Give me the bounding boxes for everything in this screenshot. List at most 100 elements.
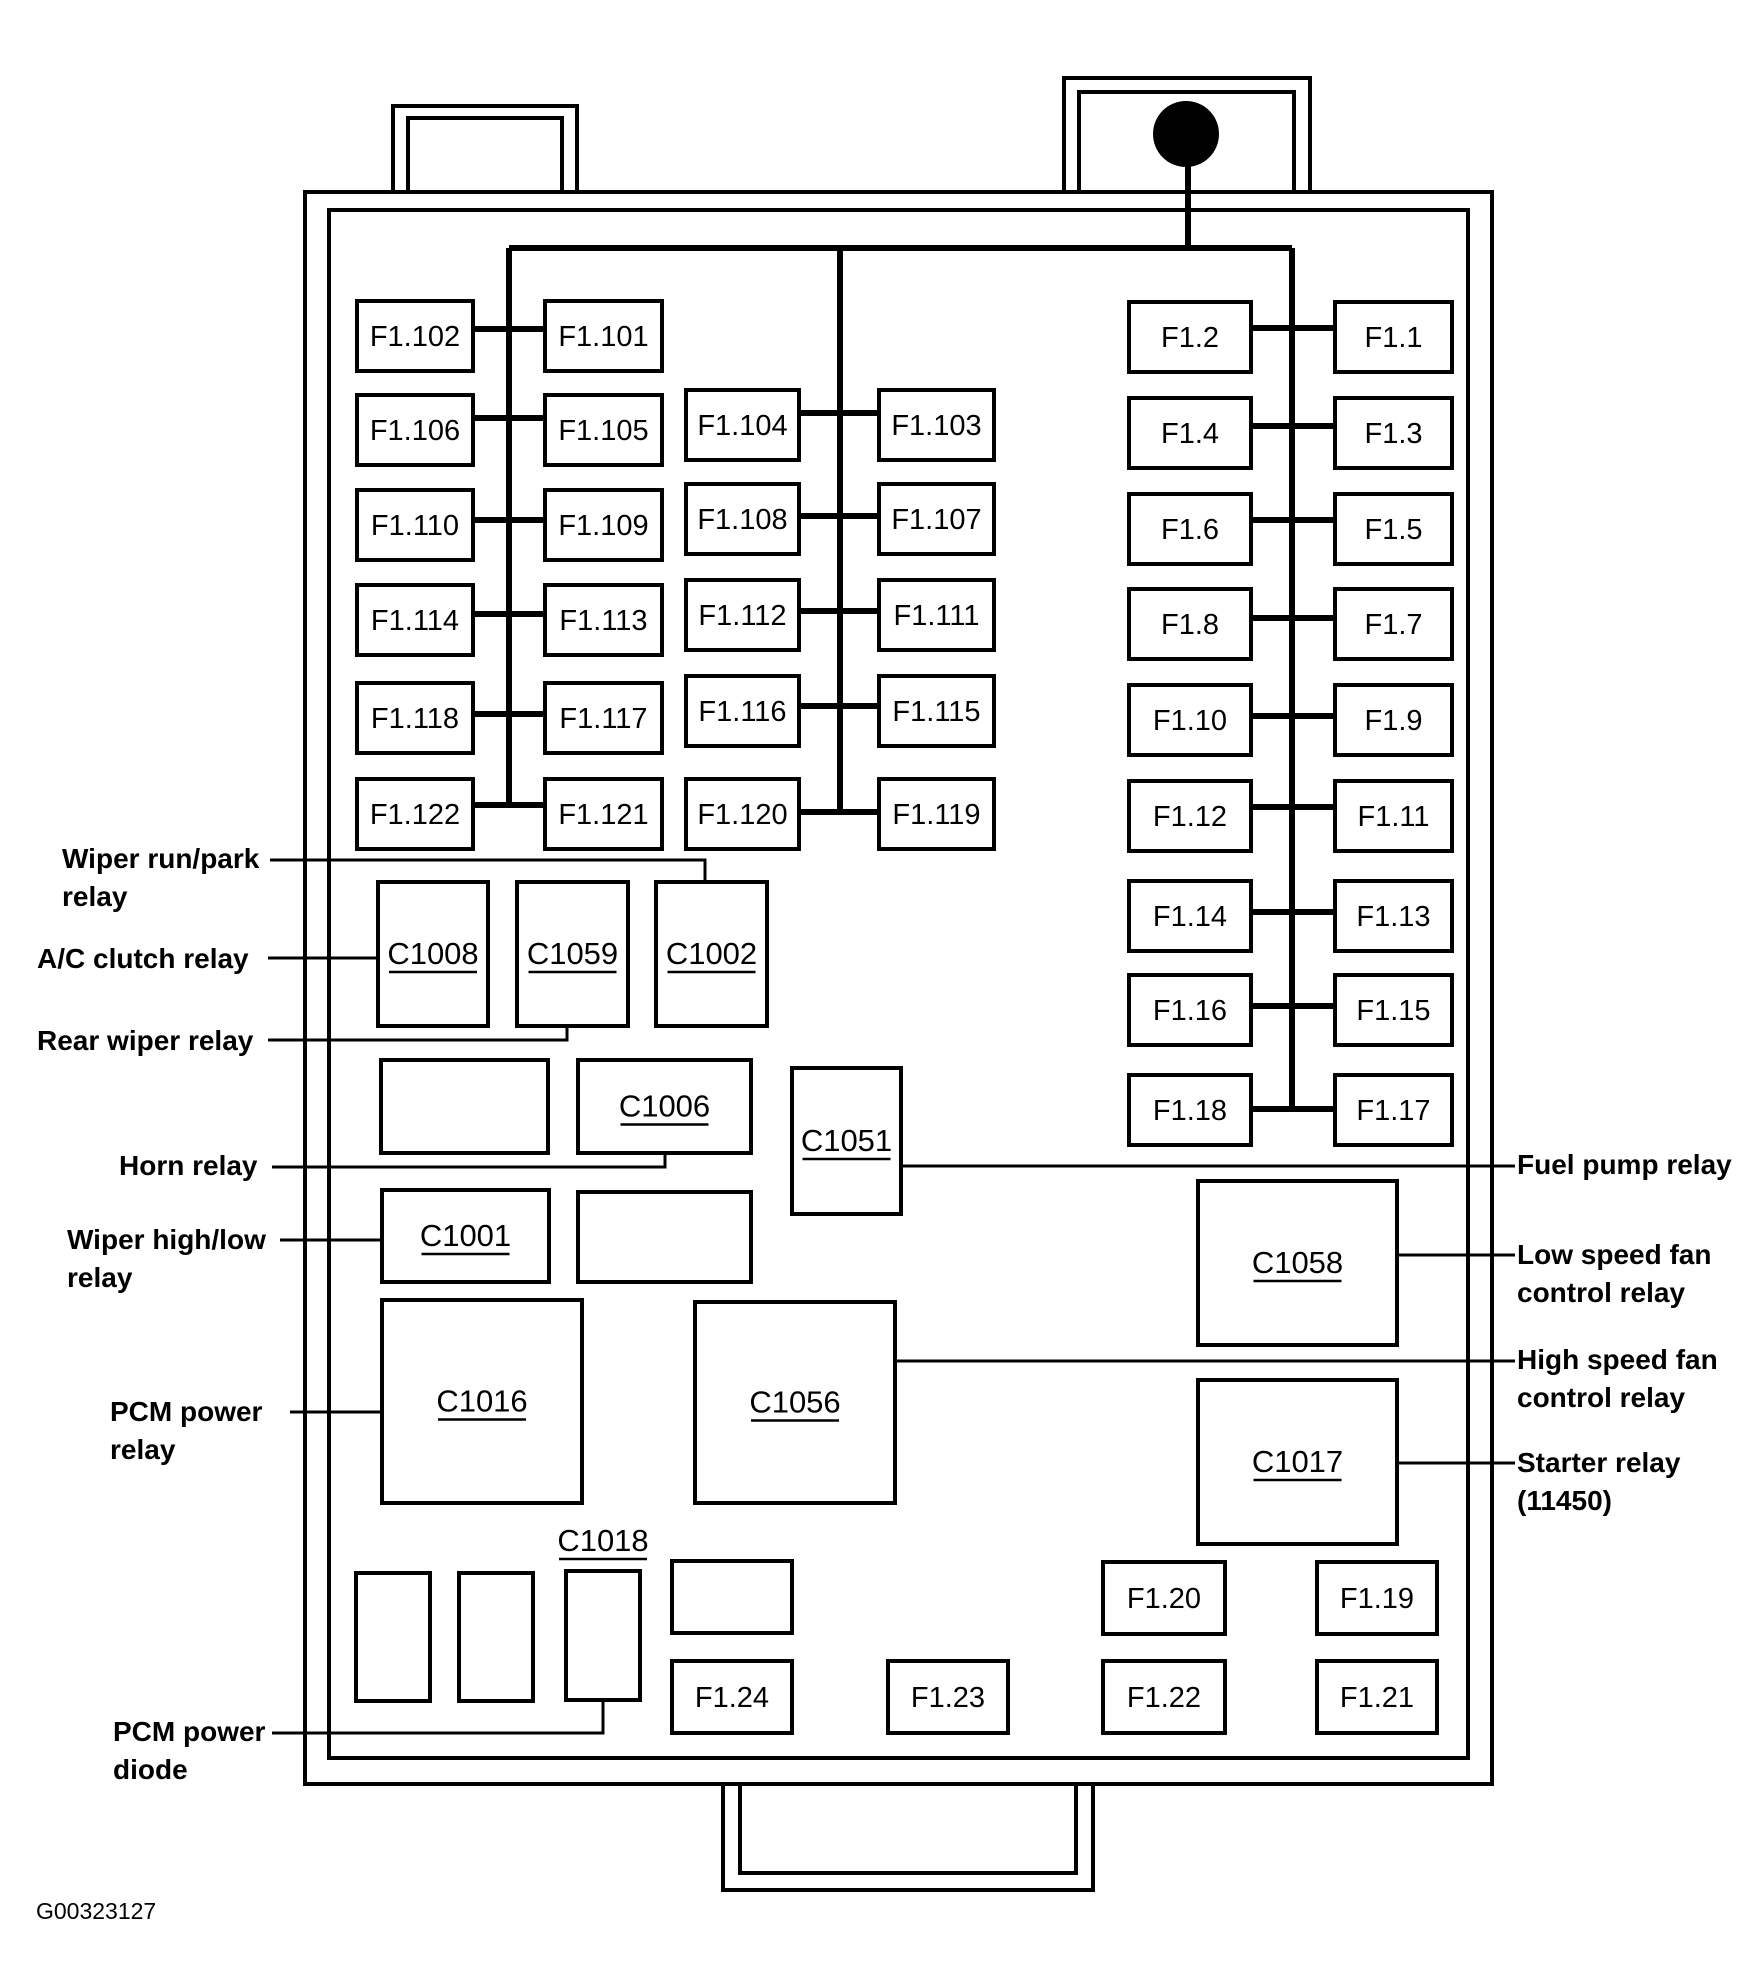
fuse-f1-11: F1.11 [1333, 779, 1454, 853]
housing-outer-wall [303, 190, 1494, 1786]
relay-label: C1018 [557, 1523, 648, 1558]
relay-label: C1059 [527, 936, 618, 971]
relay-body [380, 1298, 584, 1505]
fuse-label: F1.121 [558, 799, 648, 831]
top-right-mounting-tab [1062, 76, 1312, 192]
relay-c1059: C1059 [515, 880, 630, 1028]
fuse-label: F1.5 [1364, 514, 1422, 546]
fuse-label: F1.2 [1161, 322, 1219, 354]
fuse-label: F1.106 [370, 415, 460, 447]
fuse-body [1101, 1659, 1227, 1735]
callout-leader-lines [268, 858, 1515, 1735]
callout-line: (11450) [1517, 1485, 1612, 1516]
fuse-f1-103: F1.103 [877, 388, 996, 462]
fuse-label: F1.122 [370, 799, 460, 831]
fuse-f1-110: F1.110 [355, 488, 475, 562]
callout-line: diode [113, 1754, 188, 1785]
fuse-body [877, 674, 996, 748]
relay-label: C1056 [749, 1385, 840, 1420]
wiper-run-park-relay-leader [270, 858, 707, 882]
relay-body [376, 880, 490, 1028]
relay-c1017: C1017 [1196, 1378, 1399, 1546]
empty-slot [354, 1571, 432, 1703]
fuse-body [1127, 396, 1253, 470]
fuse-f1-3: F1.3 [1333, 396, 1454, 470]
fuse-f1-4: F1.4 [1127, 396, 1253, 470]
fuse-f1-117: F1.117 [543, 681, 664, 755]
fuse-body [355, 681, 475, 755]
relay-body [564, 1569, 642, 1702]
fuse-label: F1.108 [697, 504, 787, 536]
empty-slot [576, 1190, 753, 1284]
fuse-body [355, 299, 475, 373]
fuse-label: F1.6 [1161, 514, 1219, 546]
fuse-body [355, 393, 475, 467]
relay-c1006: C1006 [576, 1058, 753, 1155]
fuse-label: F1.114 [371, 605, 459, 637]
callout-line: relay [67, 1262, 133, 1293]
callout-line: control relay [1517, 1382, 1685, 1413]
fuse-body [1127, 779, 1253, 853]
fuse-label: F1.23 [911, 1682, 985, 1714]
fuse-f1-9: F1.9 [1333, 683, 1454, 757]
relay-label: C1001 [420, 1218, 511, 1253]
fuse-label: F1.24 [695, 1682, 769, 1714]
fuse-body [1333, 1073, 1454, 1147]
callout-line: PCM power [113, 1716, 266, 1747]
callout-line: Starter relay [1517, 1447, 1681, 1478]
fuse-label: F1.18 [1153, 1095, 1227, 1127]
fuse-label: F1.10 [1153, 705, 1227, 737]
battery-feed-stud-icon [1153, 101, 1219, 167]
fuse-f1-7: F1.7 [1333, 587, 1454, 661]
fuse-f1-21: F1.21 [1315, 1659, 1439, 1735]
fuse-body [1333, 879, 1454, 953]
fuse-body [886, 1659, 1010, 1735]
fuse-body [543, 299, 664, 373]
top-left-mounting-tab [391, 104, 579, 192]
housing-inner-wall [327, 208, 1470, 1760]
fuse-body [1333, 492, 1454, 566]
fuse-label: F1.117 [559, 703, 647, 735]
fuse-label: F1.107 [891, 504, 981, 536]
fuse-f1-18: F1.18 [1127, 1073, 1253, 1147]
fuse-label: F1.111 [894, 600, 980, 632]
relay-body [1196, 1179, 1399, 1347]
fuse-body [1333, 587, 1454, 661]
fuse-f1-2: F1.2 [1127, 300, 1253, 374]
fuse-f1-23: F1.23 [886, 1659, 1010, 1735]
fuse-body [1315, 1560, 1439, 1636]
relay-body [515, 880, 630, 1028]
fuse-label: F1.104 [697, 410, 787, 442]
fuse-f1-6: F1.6 [1127, 492, 1253, 566]
relay-label: C1008 [387, 936, 478, 971]
rear-wiper-relay-leader [268, 1026, 569, 1042]
fuse-label: F1.13 [1356, 901, 1430, 933]
pcm-power-diode-callout: PCM power diode [113, 1716, 266, 1785]
fuse-label: F1.101 [558, 321, 648, 353]
fuse-f1-13: F1.13 [1333, 879, 1454, 953]
fuse-label: F1.12 [1153, 801, 1227, 833]
starter-relay-callout: Starter relay (11450) [1517, 1447, 1681, 1516]
rear-wiper-relay-callout: Rear wiper relay [37, 1025, 254, 1056]
relay-label: C1016 [436, 1384, 527, 1419]
fuse-f1-122: F1.122 [355, 777, 475, 851]
fuse-body [543, 777, 664, 851]
fuse-body [1127, 492, 1253, 566]
figure-id: G00323127 [36, 1898, 156, 1924]
fuse-body [355, 488, 475, 562]
fuse-f1-101: F1.101 [543, 299, 664, 373]
fuse-f1-111: F1.111 [877, 578, 996, 652]
fuse-label: F1.105 [558, 415, 648, 447]
fuse-f1-14: F1.14 [1127, 879, 1253, 953]
fuse-label: F1.8 [1161, 609, 1219, 641]
relay-label: C1006 [619, 1089, 710, 1124]
empty-slot [670, 1559, 794, 1635]
fuse-f1-114: F1.114 [355, 583, 475, 657]
callout-line: Fuel pump relay [1517, 1149, 1732, 1180]
callout-line: Horn relay [119, 1150, 258, 1181]
fuse-body [684, 388, 801, 462]
fuse-label: F1.9 [1364, 705, 1422, 737]
